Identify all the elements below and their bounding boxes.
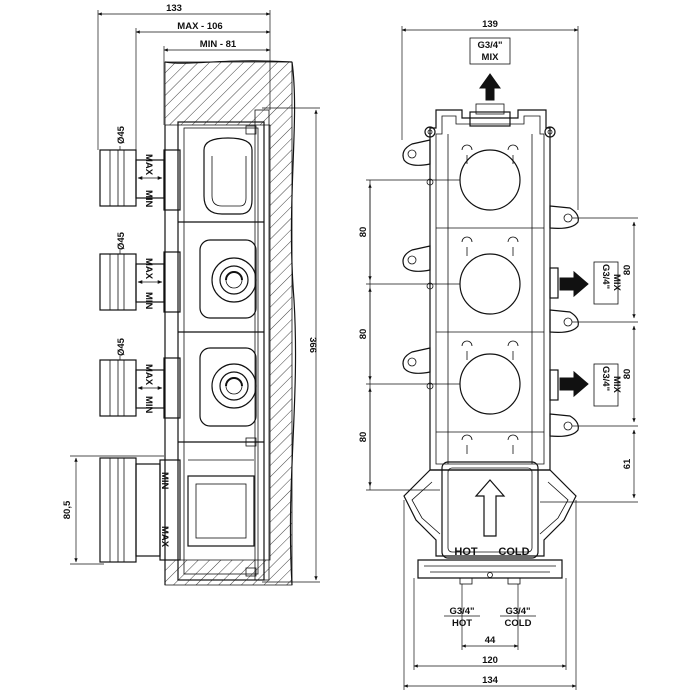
inlet-cold-label: COLD xyxy=(498,546,529,558)
inlet-module: HOT COLD xyxy=(403,461,577,585)
dim-bottom-module: 80,5 xyxy=(62,500,73,519)
protective-cap-2 xyxy=(99,253,165,311)
inlet-hot-caption: HOT xyxy=(452,618,472,629)
valve-body-side xyxy=(177,109,270,581)
up-arrow-icon xyxy=(479,73,501,101)
min-label: MIN xyxy=(159,472,170,490)
front-view: 139 G3/4" MIX xyxy=(358,19,638,690)
outlet-right-2-label: MIX xyxy=(611,376,622,394)
protective-cap-1 xyxy=(99,149,165,207)
dim-min: MIN - 81 xyxy=(200,39,237,50)
dim-outer-width: 134 xyxy=(482,675,499,686)
protective-cap-3 xyxy=(99,359,165,417)
outlet-top-thread: G3/4" xyxy=(477,40,502,51)
max-label: MAX xyxy=(143,364,154,386)
dim-right-1: 80 xyxy=(622,265,633,276)
dim-right-2: 80 xyxy=(622,369,633,380)
outlet-right-1-label: MIX xyxy=(611,274,622,292)
max-label: MAX xyxy=(143,258,154,280)
dia-label-1: Ø45 xyxy=(116,125,127,144)
dia-label-3: Ø45 xyxy=(116,337,127,356)
dim-top-width: 139 xyxy=(482,19,498,30)
inlet-cold-thread: G3/4" xyxy=(505,606,530,617)
dim-inner-width: 120 xyxy=(482,655,498,666)
outlet-right-1-thread: G3/4" xyxy=(600,264,611,289)
outlet-top-label-box xyxy=(469,37,511,65)
dim-inlet-spacing: 44 xyxy=(485,635,496,646)
protective-cap-4 xyxy=(99,457,161,563)
right-brackets xyxy=(549,205,579,437)
min-label: MIN xyxy=(143,396,154,414)
inlet-hot-label: HOT xyxy=(454,546,478,558)
left-dimensions: 80 80 80 xyxy=(358,179,460,491)
wall-right-edge xyxy=(289,61,297,586)
outlet-top-label: MIX xyxy=(482,52,500,63)
side-view: 133 MAX - 106 MIN - 81 366 xyxy=(62,3,320,586)
max-label: MAX xyxy=(143,154,154,176)
max-min-indicator-3: MAX MIN xyxy=(137,364,163,414)
cartridge-hole-1 xyxy=(459,149,521,211)
mounting-hooks xyxy=(461,144,519,454)
min-label: MIN xyxy=(143,292,154,310)
dim-height: 366 xyxy=(307,337,318,353)
outlet-right-2-label-box xyxy=(593,363,619,407)
min-label: MIN xyxy=(143,190,154,208)
dim-left-1: 80 xyxy=(358,227,369,238)
inlet-hot-thread: G3/4" xyxy=(449,606,474,617)
up-arrow-outline-icon xyxy=(474,479,506,537)
mounting-frame xyxy=(424,103,556,471)
outlet-right-2-thread: G3/4" xyxy=(600,366,611,391)
left-brackets xyxy=(402,139,434,390)
max-min-indicator-1: MAX MIN xyxy=(137,154,163,208)
max-label: MAX xyxy=(159,526,170,548)
right-dimensions: 80 80 61 xyxy=(540,217,638,503)
dim-total-width: 133 xyxy=(166,3,182,14)
max-min-indicator-2: MAX MIN xyxy=(137,258,163,310)
dia-label-2: Ø45 xyxy=(116,231,127,250)
dim-max: MAX - 106 xyxy=(177,21,222,32)
module-flanges xyxy=(159,149,181,561)
dim-right-3: 61 xyxy=(622,458,633,469)
inlet-cover-plate xyxy=(441,461,539,559)
cartridge-hole-2 xyxy=(459,253,521,315)
dim-left-3: 80 xyxy=(358,432,369,443)
max-min-indicator-4: MIN MAX xyxy=(159,472,170,548)
inlet-cold-caption: COLD xyxy=(505,618,532,629)
right-arrow-icon xyxy=(559,370,589,398)
outlet-right-1-label-box xyxy=(593,261,619,305)
dim-left-2: 80 xyxy=(358,329,369,340)
cartridge-hole-3 xyxy=(459,353,521,415)
right-arrow-icon xyxy=(559,270,589,298)
